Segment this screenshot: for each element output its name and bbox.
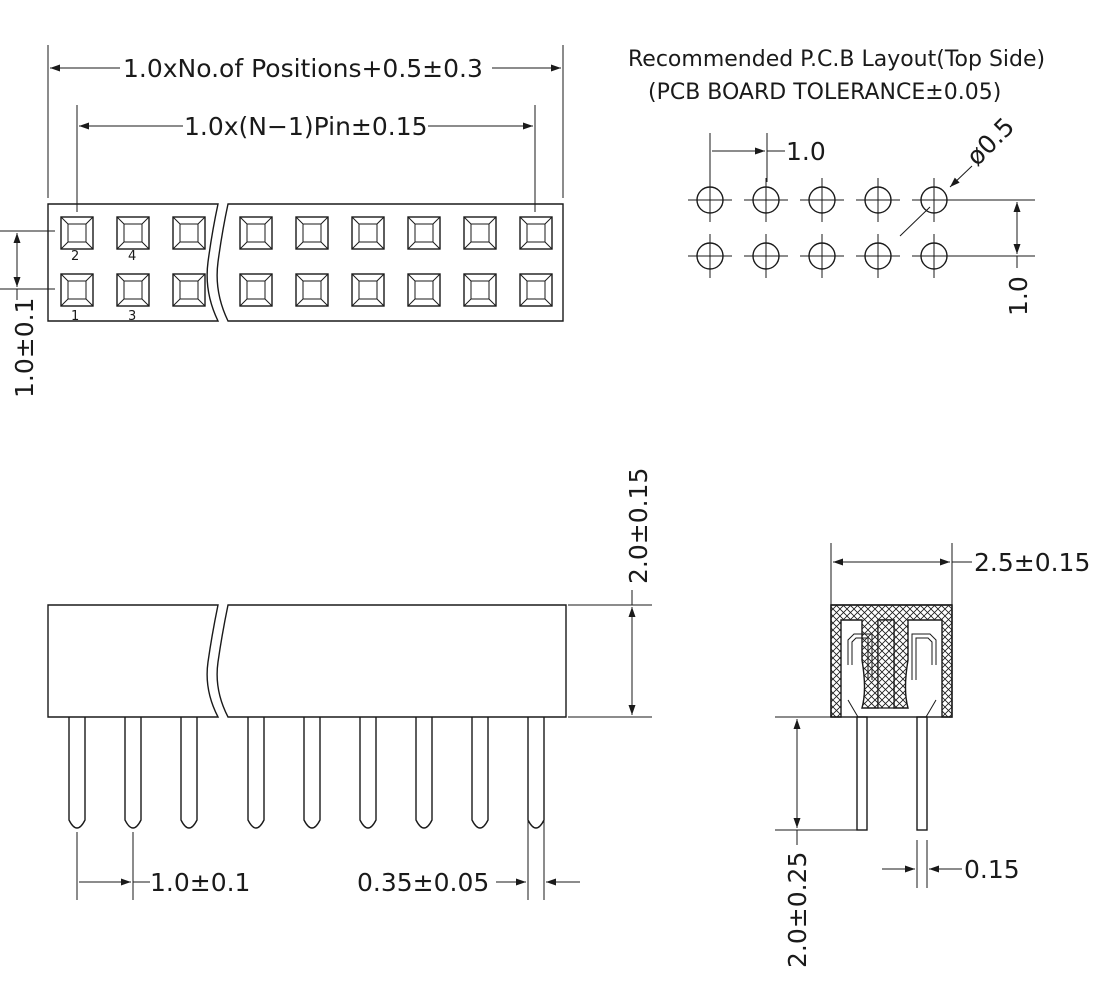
socket-cell [351, 273, 385, 307]
side-housing-section [830, 604, 953, 718]
pcb-hole [912, 178, 956, 222]
front-pin [359, 717, 377, 829]
pcb-hole [688, 178, 732, 222]
front-pins [68, 717, 545, 829]
pin-number-2: 2 [71, 249, 79, 264]
pin-number-4: 4 [128, 249, 136, 264]
side-pin-thickness-label: 0.15 [964, 855, 1020, 884]
socket-cell [239, 216, 273, 250]
socket-cell [60, 273, 94, 307]
socket-cell [519, 216, 553, 250]
pcb-row-pitch-label: 1.0 [1004, 276, 1033, 316]
pcb-hole [744, 234, 788, 278]
socket-cell [407, 216, 441, 250]
pin-pitch-label: 1.0±0.1 [150, 868, 250, 897]
front-pin [124, 717, 142, 829]
front-pin [471, 717, 489, 829]
side-pin-left [856, 716, 868, 831]
front-housing-left [47, 604, 220, 718]
pin-number-1: 1 [71, 309, 79, 324]
socket-cell [239, 273, 273, 307]
socket-cell [60, 216, 94, 250]
pin-width-label: 0.35±0.05 [357, 868, 489, 897]
socket-cell [407, 273, 441, 307]
pcb-hole [912, 234, 956, 278]
socket-cell [463, 216, 497, 250]
side-view: 2.5±0.15 2.0±0.25 [775, 543, 1090, 968]
pcb-holes [688, 178, 956, 278]
socket-cell [116, 273, 150, 307]
pcb-hole [800, 178, 844, 222]
front-pin [68, 717, 86, 829]
pcb-layout: Recommended P.C.B Layout(Top Side) (PCB … [628, 47, 1045, 316]
overall-length-label: 1.0xNo.of Positions+0.5±0.3 [123, 54, 483, 83]
side-pin-thickness-dimension: 0.15 [882, 840, 1020, 888]
body-height-label: 2.0±0.15 [624, 468, 653, 584]
socket-cell [172, 216, 206, 250]
front-pin [415, 717, 433, 829]
pin-pitch-dimension: 1.0±0.1 [76, 832, 250, 900]
socket-cell [519, 273, 553, 307]
side-contacts [847, 633, 937, 718]
pcb-hole [744, 178, 788, 222]
pcb-pitch-label: 1.0 [786, 137, 826, 166]
front-housing-right [216, 604, 567, 718]
row-pitch-dimension: 1.0±0.1 [0, 230, 55, 398]
overall-length-dimension: 1.0xNo.of Positions+0.5±0.3 [50, 54, 561, 83]
socket-cell [116, 216, 150, 250]
pcb-hole [800, 234, 844, 278]
pcb-hole [856, 178, 900, 222]
front-pin [180, 717, 198, 829]
front-pin [303, 717, 321, 829]
side-pin-length-label: 2.0±0.25 [783, 852, 812, 968]
socket-cell [295, 216, 329, 250]
pin-span-label: 1.0x(N−1)Pin±0.15 [184, 112, 428, 141]
front-pin [247, 717, 265, 829]
side-width-dimension: 2.5±0.15 [830, 543, 1090, 606]
socket-cells [60, 216, 553, 307]
housing-top-outline-right [216, 203, 564, 322]
side-pin-right [916, 716, 928, 831]
hole-diameter-leader: ø0.5 [899, 112, 1020, 237]
side-pin-length-dimension: 2.0±0.25 [775, 716, 857, 968]
row-pitch-label: 1.0±0.1 [10, 298, 39, 398]
hole-diameter-label: ø0.5 [961, 112, 1020, 171]
pin-span-dimension: 1.0x(N−1)Pin±0.15 [79, 112, 533, 141]
front-view: 2.0±0.15 1.0±0.1 0.35±0.05 [47, 468, 653, 900]
pcb-layout-title: Recommended P.C.B Layout(Top Side) [628, 47, 1045, 72]
front-pin [527, 717, 545, 829]
socket-cell [172, 273, 206, 307]
socket-cell [351, 216, 385, 250]
body-height-dimension: 2.0±0.15 [568, 468, 653, 718]
pcb-hole [856, 234, 900, 278]
pcb-tolerance-note: (PCB BOARD TOLERANCE±0.05) [648, 80, 1001, 105]
pin-width-dimension: 0.35±0.05 [357, 820, 580, 900]
pcb-hole [688, 234, 732, 278]
pcb-pitch-dimension: 1.0 [709, 133, 826, 182]
pcb-row-pitch-dimension: 1.0 [952, 199, 1035, 316]
housing-top-outline [47, 203, 220, 322]
socket-cell [463, 273, 497, 307]
pin-number-3: 3 [128, 309, 136, 324]
socket-cell [295, 273, 329, 307]
top-view: 1.0xNo.of Positions+0.5±0.3 1.0x(N−1)Pin… [0, 45, 564, 398]
side-width-label: 2.5±0.15 [974, 548, 1090, 577]
